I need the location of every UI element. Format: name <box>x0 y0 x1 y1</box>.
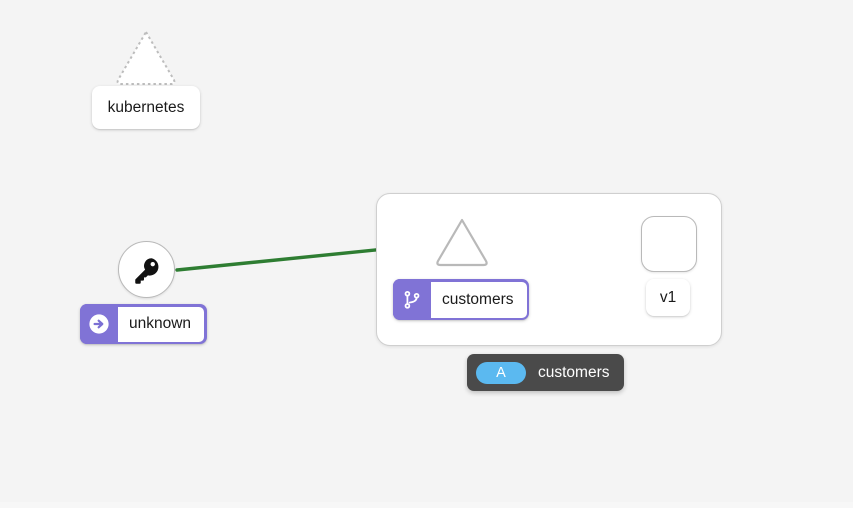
cluster-label-text: kubernetes <box>107 98 185 116</box>
customers-service-badge-label: customers <box>431 281 527 318</box>
unknown-node-badge[interactable]: unknown <box>80 304 207 344</box>
unknown-source-node[interactable] <box>118 241 175 298</box>
tooltip-label: customers <box>538 363 610 381</box>
hover-tooltip: A customers <box>467 354 624 391</box>
arrow-right-circle-icon <box>80 304 118 344</box>
status-badge: A <box>476 361 526 384</box>
customers-service-badge[interactable]: customers <box>393 279 529 320</box>
bottom-band <box>0 502 853 508</box>
key-icon <box>132 255 162 285</box>
cluster-label[interactable]: kubernetes <box>92 86 200 129</box>
version-label-text: v1 <box>659 288 677 306</box>
version-label[interactable]: v1 <box>646 279 690 316</box>
workload-square-icon[interactable] <box>641 216 697 272</box>
cluster-triangle-dashed-icon[interactable] <box>113 28 179 88</box>
service-triangle-icon[interactable] <box>433 216 491 271</box>
unknown-node-badge-label: unknown <box>118 306 205 342</box>
git-branch-icon <box>393 279 431 320</box>
